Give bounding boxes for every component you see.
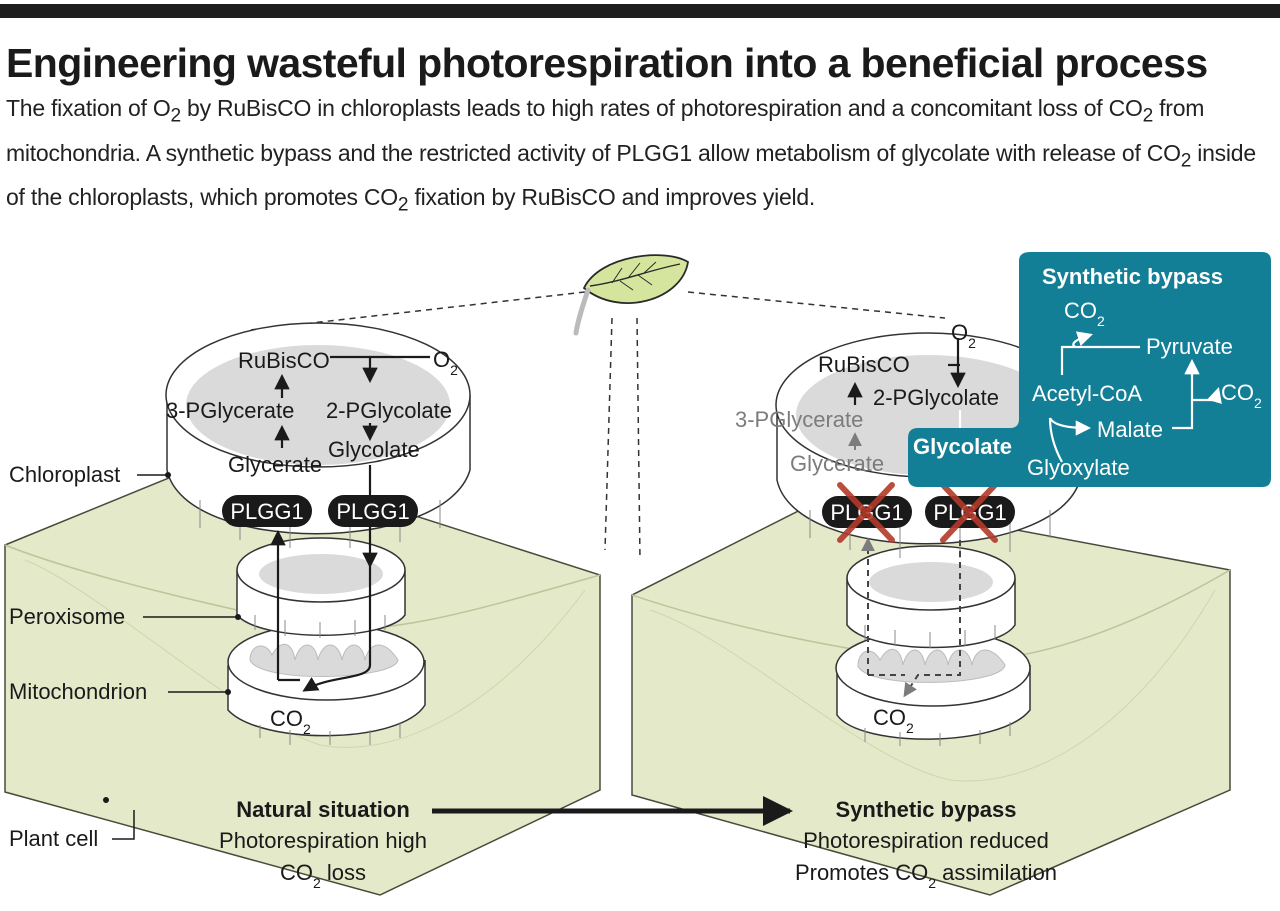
cross-mark-icon xyxy=(837,482,895,543)
right-o2-label: O2 xyxy=(951,320,976,351)
left-peroxisome xyxy=(236,537,406,638)
left-glycolate-label: Glycolate xyxy=(328,437,420,462)
bypass-title: Synthetic bypass xyxy=(1042,264,1223,289)
right-co2-label: CO2 xyxy=(873,705,914,736)
left-rubisco-label: RuBisCO xyxy=(238,348,330,373)
figure-caption: The fixation of O2 by RuBisCO in chlorop… xyxy=(6,90,1276,224)
peroxisome-label: Peroxisome xyxy=(9,604,125,629)
left-glycerate-label: Glycerate xyxy=(228,452,322,477)
left-plgg1-transporters: PLGG1 PLGG1 xyxy=(222,495,418,527)
caption-sub: 2 xyxy=(170,105,182,127)
natural-situation-heading: Natural situation xyxy=(236,797,410,822)
caption-sub: 2 xyxy=(397,194,409,216)
left-co2-label: CO2 xyxy=(270,706,311,737)
cross-mark-icon xyxy=(940,482,998,543)
bypass-malate: Malate xyxy=(1097,417,1163,442)
natural-situation-line1: Photorespiration high xyxy=(219,828,427,853)
bypass-acetyl-coa: Acetyl-CoA xyxy=(1032,381,1142,406)
left-2pglycolate-label: 2-PGlycolate xyxy=(326,398,452,423)
chloroplast-label: Chloroplast xyxy=(9,462,120,487)
left-plgg1-a-label: PLGG1 xyxy=(230,499,303,524)
right-2pglycolate-label: 2-PGlycolate xyxy=(873,385,999,410)
bypass-pyruvate: Pyruvate xyxy=(1146,334,1233,359)
bypass-co2-top: CO2 xyxy=(1064,298,1105,329)
left-plgg1-b-label: PLGG1 xyxy=(336,499,409,524)
caption-sub: 2 xyxy=(1142,105,1154,127)
natural-situation-line2: CO2 loss xyxy=(280,860,366,891)
synthetic-bypass-line1: Photorespiration reduced xyxy=(803,828,1049,853)
left-o2-label: O2 xyxy=(433,347,458,378)
leaf-icon xyxy=(573,254,689,336)
caption-text: inside of the chloroplasts, which promot… xyxy=(6,139,1256,211)
caption-text: fixation by RuBisCO and improves yield. xyxy=(408,184,816,211)
left-3pglycerate-label: 3-PGlycerate xyxy=(166,398,294,423)
right-plgg1-transporters: PLGG1 PLGG1 xyxy=(822,482,1015,543)
synthetic-bypass-heading: Synthetic bypass xyxy=(836,797,1017,822)
right-3pglycerate-label: 3-PGlycerate xyxy=(735,407,863,432)
bottom-captions: Natural situation Photorespiration high … xyxy=(219,796,1057,891)
mitochondrion-label: Mitochondrion xyxy=(9,679,147,704)
right-glycerate-label: Glycerate xyxy=(790,451,884,476)
plant-cell-label: Plant cell xyxy=(9,826,98,851)
bypass-co2-right: CO2 xyxy=(1221,380,1262,411)
bypass-glyoxylate: Glyoxylate xyxy=(1027,455,1130,480)
caption-text: by RuBisCO in chloroplasts leads to high… xyxy=(180,95,1143,121)
bypass-glycolate: Glycolate xyxy=(913,434,1012,459)
left-pathway-arrows xyxy=(270,355,430,692)
left-labels: RuBisCO O2 3-PGlycerate 2-PGlycolate Gly… xyxy=(166,347,458,737)
figure-title: Engineering wasteful photorespiration in… xyxy=(6,40,1208,86)
caption-sub: 2 xyxy=(1180,150,1192,172)
right-labels: RuBisCO O2 3-PGlycerate 2-PGlycolate Gly… xyxy=(735,320,999,736)
top-rule xyxy=(0,4,1280,18)
synthetic-bypass-box: Synthetic bypass CO2 Pyruvate Acetyl-CoA… xyxy=(908,252,1271,487)
right-rubisco-label: RuBisCO xyxy=(818,352,910,377)
caption-text: The fixation of O xyxy=(6,95,171,121)
structure-labels: Chloroplast Peroxisome Mitochondrion Pla… xyxy=(9,462,241,851)
caption-text: from mitochondria. A synthetic bypass an… xyxy=(6,95,1205,166)
right-peroxisome xyxy=(846,545,1016,649)
synthetic-bypass-line2: Promotes CO2 assimilation xyxy=(795,860,1057,891)
